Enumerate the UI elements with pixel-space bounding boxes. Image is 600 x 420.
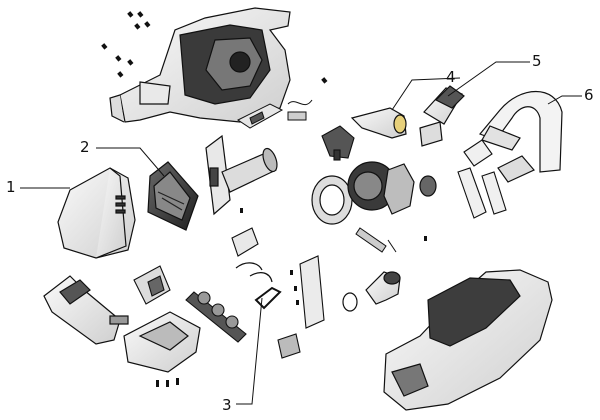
- hose-clip-parts: [457, 139, 507, 219]
- callout-4: 4: [446, 68, 456, 86]
- contact-block-part: [287, 111, 307, 121]
- drive-belt-part: [254, 286, 282, 310]
- wiring-terminal-part: [355, 227, 397, 253]
- leader-lines: [20, 61, 582, 405]
- brush-roll-part: [185, 291, 247, 343]
- switch-slider-part: [237, 103, 284, 129]
- dirt-cup-part: [57, 167, 136, 259]
- impeller-part: [321, 125, 355, 161]
- pleated-filter-part: [205, 134, 278, 216]
- lower-housing-part: [383, 269, 553, 411]
- flexible-hose-part: [478, 90, 563, 183]
- seal-rings-part: [235, 262, 273, 283]
- upper-housing-part: [109, 7, 291, 123]
- base-plate-screws: [156, 378, 179, 387]
- spring-contact-part: [287, 99, 313, 106]
- bracket-part: [231, 227, 259, 257]
- gasket-ring-part: [342, 292, 358, 312]
- callout-1: 1: [6, 178, 16, 196]
- hose-cuff-part: [419, 85, 465, 147]
- filter-frame-part: [147, 161, 199, 231]
- crevice-tool-part: [350, 107, 407, 139]
- side-panel-part: [299, 255, 325, 329]
- elbow-connector-part: [365, 271, 401, 305]
- misc-screws: [240, 208, 427, 305]
- housing-screws: [101, 11, 328, 84]
- base-plate-part: [123, 311, 201, 373]
- callout-5: 5: [532, 52, 542, 70]
- motor-assembly-part: [311, 161, 437, 225]
- callout-6: 6: [584, 86, 594, 104]
- brush-bracket-part: [133, 265, 171, 305]
- nozzle-head-part: [43, 275, 129, 345]
- knob-part: [277, 333, 301, 359]
- callout-2: 2: [80, 138, 90, 156]
- callout-3: 3: [222, 396, 232, 414]
